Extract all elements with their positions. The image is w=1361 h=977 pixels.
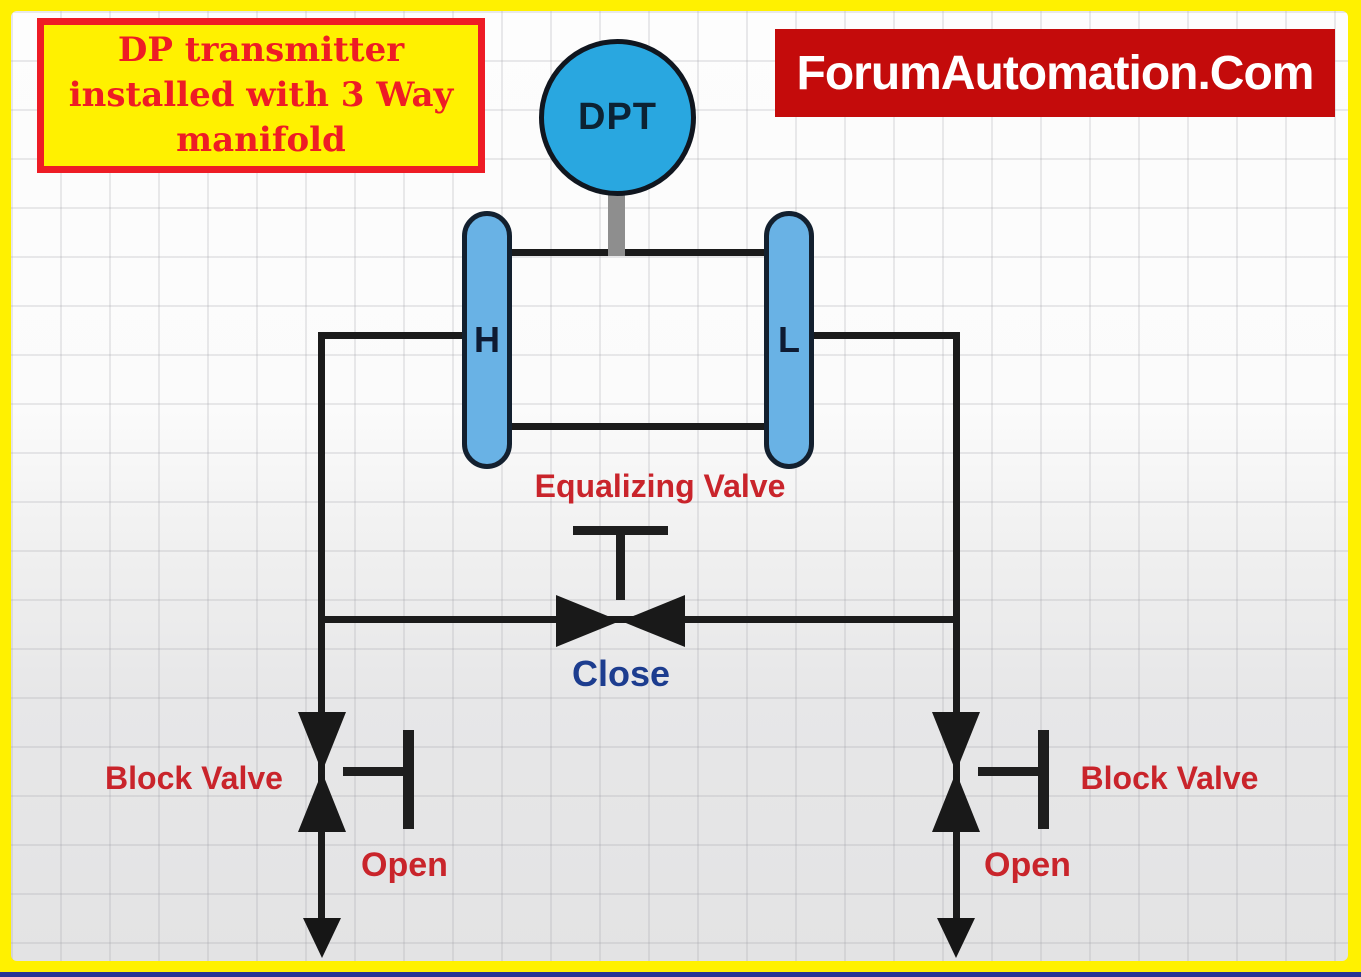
pipe-low-side-connector (808, 332, 957, 339)
right-block-valve-symbol-bottom-triangle (932, 772, 980, 832)
left-block-valve-handle-stem (343, 767, 408, 776)
title-line-2: installed with 3 Way (68, 75, 454, 115)
low-pressure-port: L (764, 211, 814, 469)
high-pressure-port: H (462, 211, 512, 469)
left-block-valve-symbol-bottom-triangle (298, 772, 346, 832)
title-line-3: manifold (176, 120, 346, 160)
right-block-valve-state-label: Open (984, 846, 1071, 884)
right-block-valve-handle-stem (978, 767, 1043, 776)
right-block-valve-handle-bar (1038, 730, 1049, 829)
equalizing-valve-state-label: Close (571, 653, 671, 694)
dp-transmitter-symbol: DPT (539, 39, 696, 196)
left-block-valve-label: Block Valve (105, 760, 283, 796)
right-block-valve-label: Block Valve (1080, 760, 1259, 796)
left-flow-arrow-down-icon (303, 918, 341, 958)
transmitter-stem (608, 190, 625, 256)
equalizing-valve-handle-bar (573, 526, 668, 535)
site-banner-text: ForumAutomation.Com (796, 46, 1315, 100)
equalizing-valve-handle-stem (616, 533, 625, 600)
equalizing-valve-symbol-right-triangle (621, 595, 685, 647)
bottom-navy-strip (0, 972, 1361, 977)
high-port-label: H (474, 319, 500, 360)
left-block-valve-state-label: Open (361, 846, 448, 884)
pipe-top-between-ports (508, 249, 768, 256)
title-line-1: DP transmitter (117, 30, 405, 70)
pipe-bottom-between-ports (508, 423, 768, 430)
pipe-right-vertical (953, 332, 960, 929)
right-flow-arrow-down-icon (937, 918, 975, 958)
pipe-left-vertical (318, 332, 325, 929)
right-block-valve-symbol-top-triangle (932, 712, 980, 772)
pipe-high-side-connector (318, 332, 468, 339)
site-banner: ForumAutomation.Com (775, 29, 1335, 117)
dp-transmitter-label: DPT (578, 96, 657, 138)
equalizing-valve-symbol-left-triangle (556, 595, 620, 647)
title-callout-box: DP transmitter installed with 3 Way mani… (37, 18, 485, 173)
left-block-valve-handle-bar (403, 730, 414, 829)
low-port-label: L (778, 319, 800, 360)
equalizing-valve-label: Equalizing Valve (534, 468, 786, 504)
left-block-valve-symbol-top-triangle (298, 712, 346, 772)
